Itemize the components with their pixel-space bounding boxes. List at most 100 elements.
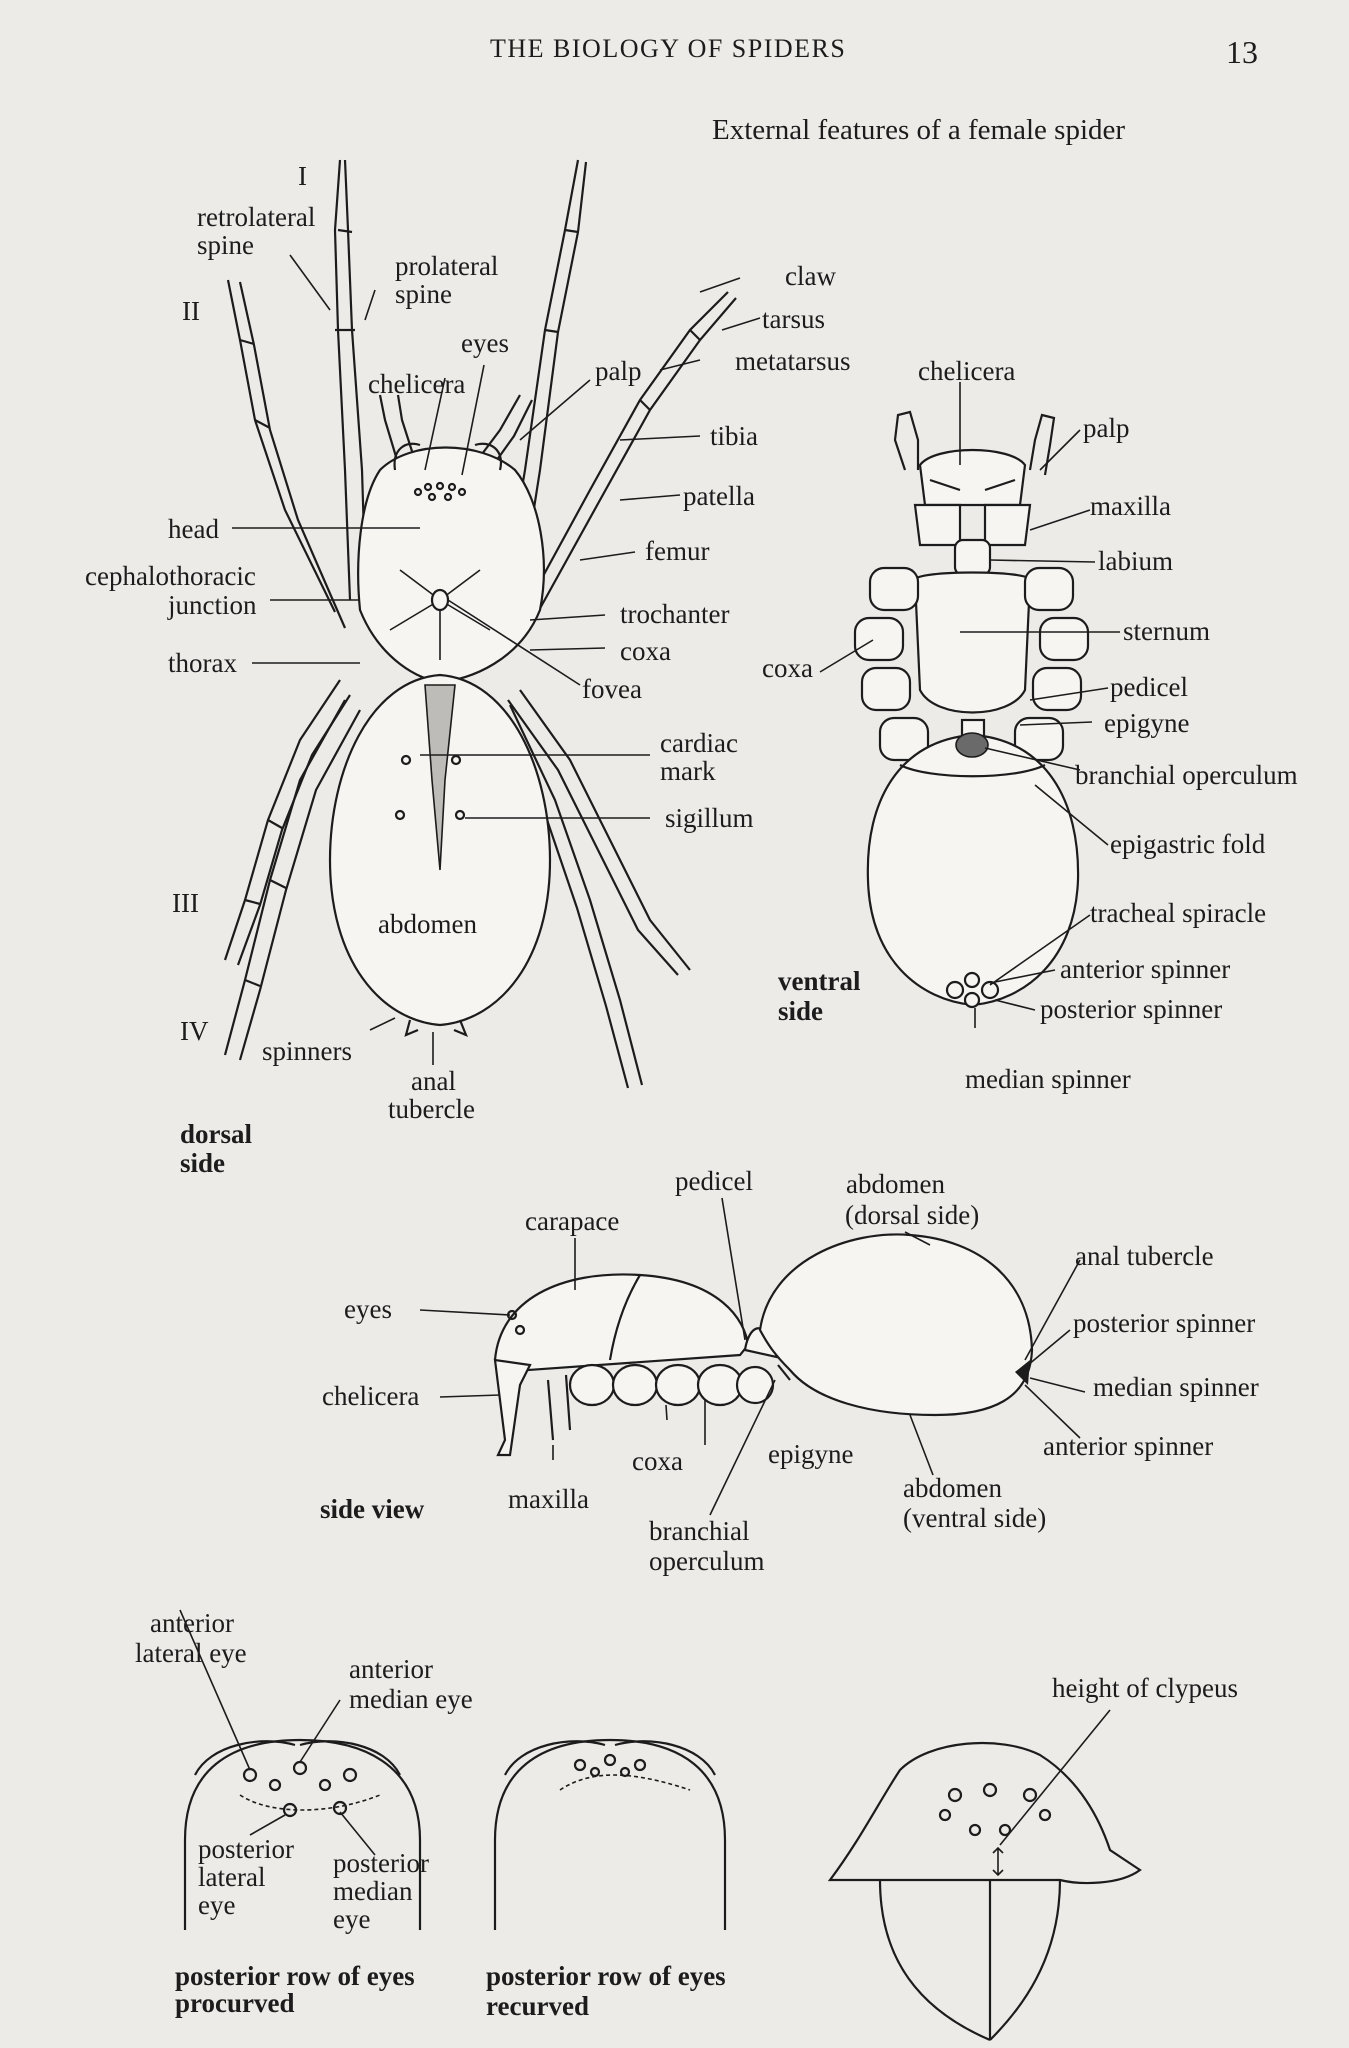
label-eyes: eyes	[461, 328, 509, 358]
side-carapace	[493, 1273, 750, 1374]
dorsal-leaders	[232, 254, 761, 1065]
caption-procurved-2: procurved	[175, 1988, 295, 2018]
label-posterior-lateral-eye-3: eye	[198, 1890, 235, 1920]
ventral-label-chelicera: chelicera	[918, 356, 1015, 386]
side-abdomen	[758, 1233, 1034, 1417]
label-tibia: tibia	[710, 421, 758, 451]
label-posterior-median-eye-3: eye	[333, 1904, 370, 1934]
leg-III-right	[507, 689, 691, 976]
ventral-sternum	[913, 571, 1032, 714]
label-anal-tubercle-1: anal	[411, 1066, 456, 1096]
leg-number-II: II	[182, 296, 200, 326]
ventral-labium	[953, 538, 992, 577]
side-label-median-spinner: median spinner	[1093, 1372, 1259, 1402]
ventral-label-tracheal-spiracle: tracheal spiracle	[1090, 898, 1266, 928]
label-cephalothoracic-junction-1: cephalothoracic	[85, 561, 256, 591]
label-trochanter: trochanter	[620, 599, 729, 629]
label-tarsus: tarsus	[762, 304, 825, 334]
side-label-eyes: eyes	[344, 1294, 392, 1324]
label-metatarsus: metatarsus	[735, 346, 850, 376]
dorsal-spinners	[404, 1019, 468, 1038]
side-label-abdomen-ventral-1: abdomen	[903, 1473, 1002, 1503]
ventral-palp-right	[1028, 413, 1056, 476]
radial-grooves	[389, 569, 491, 660]
label-cephalothoracic-junction-2: junction	[167, 590, 257, 620]
dorsal-spider-drawing	[223, 159, 737, 1089]
label-thorax: thorax	[168, 648, 237, 678]
side-label-epigyne: epigyne	[768, 1439, 853, 1469]
side-coxae	[568, 1363, 775, 1407]
ventral-label-epigyne: epigyne	[1104, 708, 1189, 738]
leg-number-III: III	[172, 888, 199, 918]
label-claw: claw	[785, 261, 836, 291]
side-label-branchial-operculum-2: operculum	[649, 1546, 764, 1576]
ventral-label-branchial-operculum: branchial operculum	[1075, 760, 1298, 790]
caption-recurved-1: posterior row of eyes	[486, 1961, 726, 1991]
label-anterior-median-eye-1: anterior	[349, 1654, 433, 1684]
label-chelicera: chelicera	[368, 369, 465, 399]
side-label-coxa: coxa	[632, 1446, 683, 1476]
cephalothorax	[357, 446, 545, 684]
label-femur: femur	[645, 536, 709, 566]
label-posterior-median-eye-2: median	[333, 1876, 413, 1906]
view-label-ventral-1: ventral	[778, 966, 861, 996]
cardiac-mark-shape	[424, 684, 456, 871]
ventral-maxillae	[913, 503, 1032, 547]
eyes-recurved-drawing	[493, 1738, 727, 1930]
leg-number-I: I	[298, 161, 307, 191]
eyes-procurved-drawing	[179, 1609, 422, 1930]
leg-number-IV: IV	[180, 1016, 209, 1046]
label-abdomen: abdomen	[378, 909, 477, 939]
page-number: 13	[1226, 34, 1258, 70]
label-anterior-lateral-eye-2: lateral eye	[135, 1638, 247, 1668]
side-label-carapace: carapace	[525, 1206, 619, 1236]
side-epigyne	[777, 1364, 791, 1381]
label-cardiac-mark-1: cardiac	[660, 728, 738, 758]
label-cardiac-mark-2: mark	[660, 756, 716, 786]
label-retrolateral-spine-1: retrolateral	[197, 202, 315, 232]
clypeus-drawing	[827, 1709, 1142, 2042]
ventral-label-sternum: sternum	[1123, 616, 1210, 646]
ventral-spinners	[945, 971, 1000, 1009]
fovea-mark	[430, 588, 450, 612]
side-leaders	[419, 1197, 1086, 1516]
side-chelicera	[493, 1358, 532, 1457]
side-maxilla	[546, 1374, 572, 1441]
label-height-of-clypeus: height of clypeus	[1052, 1673, 1238, 1703]
side-label-posterior-spinner: posterior spinner	[1073, 1308, 1255, 1338]
label-patella: patella	[683, 481, 755, 511]
ventral-palp-left	[893, 410, 920, 471]
epigastric-fold-line	[899, 764, 1046, 778]
label-prolateral-spine-2: spine	[395, 279, 452, 309]
ventral-label-median-spinner: median spinner	[965, 1064, 1131, 1094]
ventral-leaders	[819, 382, 1120, 1028]
side-spinners	[1015, 1360, 1030, 1385]
side-label-maxilla: maxilla	[508, 1484, 589, 1514]
label-anal-tubercle-2: tubercle	[388, 1094, 475, 1124]
label-palp: palp	[595, 356, 642, 386]
dorsal-eye-cluster	[413, 481, 467, 502]
ventral-coxae	[853, 566, 1090, 762]
label-posterior-lateral-eye-2: lateral	[198, 1862, 265, 1892]
label-sigillum: sigillum	[665, 803, 754, 833]
side-label-abdomen-dorsal-2: (dorsal side)	[845, 1200, 979, 1230]
view-label-dorsal-1: dorsal	[180, 1119, 253, 1149]
caption-recurved-2: recurved	[486, 1991, 589, 2021]
ventral-label-posterior-spinner: posterior spinner	[1040, 994, 1222, 1024]
label-posterior-median-eye-1: posterior	[333, 1848, 429, 1878]
side-label-chelicera: chelicera	[322, 1381, 419, 1411]
ventral-chelicerae	[918, 448, 1027, 507]
ventral-label-palp: palp	[1083, 413, 1130, 443]
running-title: THE BIOLOGY OF SPIDERS	[490, 34, 846, 63]
side-label-abdomen-dorsal-1: abdomen	[846, 1169, 945, 1199]
view-label-dorsal-2: side	[180, 1148, 225, 1178]
figure-title: External features of a female spider	[712, 114, 1125, 146]
label-coxa: coxa	[620, 636, 671, 666]
label-retrolateral-spine-2: spine	[197, 230, 254, 260]
ventral-label-maxilla: maxilla	[1090, 491, 1171, 521]
ventral-label-coxa: coxa	[762, 653, 813, 683]
ventral-spider-drawing	[853, 410, 1090, 1009]
side-label-pedicel: pedicel	[675, 1166, 753, 1196]
